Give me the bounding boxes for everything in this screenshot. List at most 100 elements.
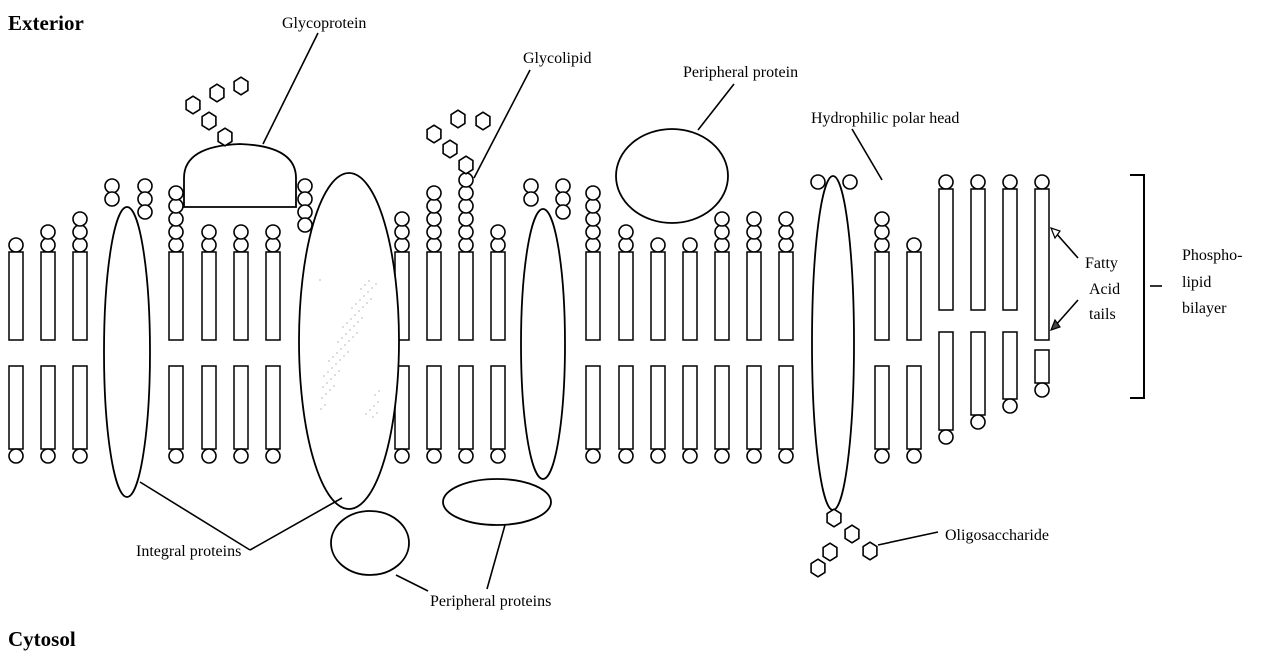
protein-texture-dot bbox=[321, 397, 322, 398]
leader-line bbox=[1055, 300, 1078, 326]
polar-head bbox=[9, 449, 23, 463]
polar-head bbox=[266, 449, 280, 463]
phospholipid-23 bbox=[1003, 175, 1017, 413]
polar-head bbox=[491, 225, 505, 239]
polar-head bbox=[619, 238, 633, 252]
sugar-hexagon bbox=[459, 156, 473, 174]
polar-head bbox=[586, 238, 600, 252]
polar-head bbox=[234, 225, 248, 239]
fatty-acid-tail bbox=[779, 252, 793, 340]
sugar-hexagon bbox=[234, 77, 248, 95]
fatty-acid-tail bbox=[586, 252, 600, 340]
protein-texture-dot bbox=[360, 288, 361, 289]
polar-head bbox=[105, 192, 119, 206]
leader-line bbox=[250, 498, 342, 550]
protein-texture-dot bbox=[352, 336, 353, 337]
protein-texture-dot bbox=[345, 333, 346, 334]
polar-head bbox=[138, 205, 152, 219]
sugar-hexagon bbox=[443, 140, 457, 158]
protein-layer bbox=[104, 129, 854, 575]
polar-head bbox=[41, 225, 55, 239]
fatty-acid-tail bbox=[651, 366, 665, 449]
polar-head bbox=[1003, 175, 1017, 189]
protein-texture-dot bbox=[377, 401, 378, 402]
polar-head bbox=[427, 199, 441, 213]
protein-texture-dot bbox=[341, 337, 342, 338]
polar-head bbox=[169, 238, 183, 252]
protein-texture-dot bbox=[364, 284, 365, 285]
fatty-acid-tail bbox=[9, 252, 23, 340]
sugar-hexagon bbox=[827, 509, 841, 527]
sugar-hexagon bbox=[823, 543, 837, 561]
protein-texture-dot bbox=[348, 340, 349, 341]
polar-head bbox=[234, 449, 248, 463]
integral-proteins-label: Integral proteins bbox=[136, 543, 241, 560]
protein-texture-dot bbox=[361, 317, 362, 318]
fatty-acid-tail bbox=[747, 252, 761, 340]
polar-head bbox=[1035, 175, 1049, 189]
protein-texture-dot bbox=[339, 359, 340, 360]
polar-head bbox=[266, 225, 280, 239]
polar-head bbox=[427, 238, 441, 252]
polar-head bbox=[907, 449, 921, 463]
fatty-acid-tail bbox=[619, 366, 633, 449]
polar-head bbox=[41, 449, 55, 463]
polar-head bbox=[619, 449, 633, 463]
fatty-acid-tail bbox=[202, 366, 216, 449]
phospholipid-15 bbox=[683, 238, 697, 463]
polar-head bbox=[427, 449, 441, 463]
polar-head bbox=[459, 186, 473, 200]
protein-texture-dot bbox=[336, 352, 337, 353]
fatty-acid-tail bbox=[1035, 189, 1049, 340]
protein-texture-dot bbox=[349, 329, 350, 330]
polar-head bbox=[169, 186, 183, 200]
polar-head bbox=[73, 212, 87, 226]
polar-head bbox=[169, 199, 183, 213]
polar-head bbox=[395, 449, 409, 463]
polar-head bbox=[875, 238, 889, 252]
phospholipid-24 bbox=[1035, 175, 1049, 397]
protein-texture-dot bbox=[359, 299, 360, 300]
polar-head bbox=[459, 225, 473, 239]
protein-texture-dot bbox=[319, 279, 320, 280]
fatty-acid-tails-label-2: Acid bbox=[1089, 281, 1120, 298]
fatty-acid-tail bbox=[779, 366, 793, 449]
protein-texture-dot bbox=[356, 332, 357, 333]
fatty-acid-tail bbox=[73, 252, 87, 340]
polar-head bbox=[939, 430, 953, 444]
protein-texture-dot bbox=[343, 355, 344, 356]
polar-head bbox=[586, 212, 600, 226]
phospholipid-3 bbox=[73, 212, 87, 463]
polar-head bbox=[202, 238, 216, 252]
integral-protein bbox=[521, 209, 565, 479]
fatty-acid-tail bbox=[875, 252, 889, 340]
polar-head bbox=[234, 238, 248, 252]
protein-texture-dot bbox=[354, 314, 355, 315]
polar-head bbox=[298, 192, 312, 206]
phospholipid-9 bbox=[427, 186, 441, 463]
sugar-hexagon bbox=[427, 125, 441, 143]
polar-head bbox=[459, 212, 473, 226]
protein-texture-dot bbox=[346, 322, 347, 323]
fatty-acid-tail bbox=[234, 366, 248, 449]
polar-head bbox=[169, 212, 183, 226]
sugar-hexagon bbox=[210, 84, 224, 102]
protein-texture-dot bbox=[330, 378, 331, 379]
polar-head bbox=[395, 238, 409, 252]
phospholipid-bilayer-label-1: Phospho- bbox=[1182, 247, 1242, 264]
polar-head bbox=[556, 179, 570, 193]
polar-head bbox=[971, 175, 985, 189]
polar-head bbox=[811, 175, 825, 189]
fatty-acid-tail bbox=[715, 366, 729, 449]
hydrophilic-polar-head-label: Hydrophilic polar head bbox=[811, 110, 959, 127]
polar-head bbox=[747, 449, 761, 463]
phospholipid-bilayer-label-2: lipid bbox=[1182, 274, 1211, 291]
polar-head bbox=[747, 225, 761, 239]
sugar-hexagon bbox=[476, 112, 490, 130]
fatty-acid-tail bbox=[747, 366, 761, 449]
leader-line bbox=[396, 575, 428, 591]
polar-head bbox=[556, 192, 570, 206]
phospholipid-5 bbox=[202, 225, 216, 463]
protein-texture-dot bbox=[344, 344, 345, 345]
fatty-acid-tail bbox=[939, 332, 953, 430]
